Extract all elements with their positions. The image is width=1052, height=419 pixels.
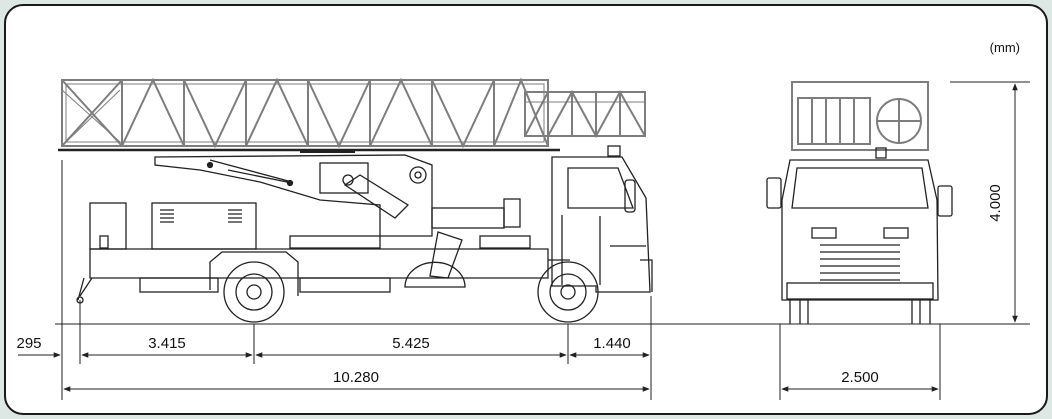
dim-overall-width-label: 2.500 bbox=[841, 369, 879, 386]
front-cab bbox=[781, 159, 939, 301]
dim-rear-axle-label: 3.415 bbox=[148, 335, 186, 352]
aerial-ladder bbox=[61, 77, 646, 149]
unit-label: (mm) bbox=[990, 40, 1020, 55]
drawing-panel bbox=[4, 4, 1048, 415]
cab bbox=[551, 145, 653, 293]
turntable bbox=[154, 151, 521, 237]
side-view bbox=[55, 77, 960, 325]
dim-front-axle-label: 1.440 bbox=[593, 335, 631, 352]
front-ladder bbox=[791, 81, 929, 151]
front-view bbox=[766, 81, 953, 325]
chassis bbox=[76, 248, 570, 304]
dim-overall-length-label: 10.280 bbox=[333, 369, 379, 386]
dim-overall-height-label: 4.000 bbox=[987, 184, 1004, 222]
front-wheel bbox=[537, 261, 599, 323]
dim-wheelbase-label: 5.425 bbox=[392, 335, 430, 352]
dim-front-overhang-label: 295 bbox=[16, 335, 41, 352]
dimension-lines bbox=[18, 81, 1030, 400]
rear-wheel bbox=[223, 261, 285, 323]
